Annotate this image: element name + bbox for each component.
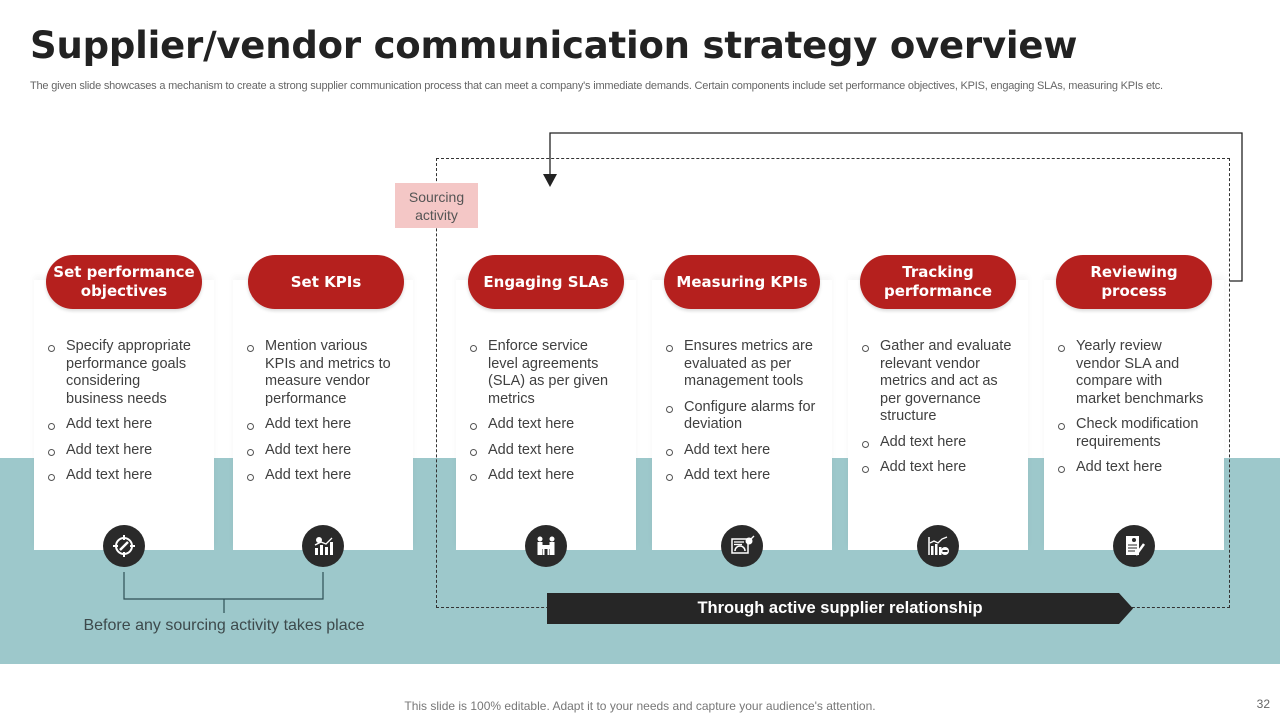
bullet-item: Add text here <box>862 434 1012 452</box>
bullet-item: Add text here <box>470 416 620 434</box>
bullet-item: Add text here <box>470 442 620 460</box>
bullet-item: Mention various KPIs and metrics to meas… <box>247 338 397 408</box>
page-number: 32 <box>1256 697 1270 711</box>
slide-subtitle: The given slide showcases a mechanism to… <box>30 80 1163 92</box>
meeting-icon <box>525 525 567 567</box>
step-card-tracking-performance <box>848 280 1028 550</box>
bullet-item: Ensures metrics are evaluated as per man… <box>666 338 816 391</box>
bullet-item: Add text here <box>48 416 198 434</box>
dashboard-gauge-icon <box>721 525 763 567</box>
bullet-item: Specify appropriate performance goals co… <box>48 338 198 408</box>
step-bullets-engaging-slas: Enforce service level agreements (SLA) a… <box>470 338 620 493</box>
bullet-item: Add text here <box>48 467 198 485</box>
bullet-item: Configure alarms for deviation <box>666 399 816 434</box>
bullet-item: Add text here <box>470 467 620 485</box>
growth-chart-icon <box>917 525 959 567</box>
step-heading-measuring-kpis: Measuring KPIs <box>664 255 820 309</box>
step-card-set-kpis <box>233 280 413 550</box>
step-card-measuring-kpis <box>652 280 832 550</box>
bullet-item: Add text here <box>48 442 198 460</box>
slide-title: Supplier/vendor communication strategy o… <box>30 24 1078 67</box>
step-bullets-tracking-performance: Gather and evaluate relevant vendor metr… <box>862 338 1012 485</box>
step-heading-reviewing-process: Reviewing process <box>1056 255 1212 309</box>
bullet-item: Add text here <box>666 442 816 460</box>
step-heading-engaging-slas: Engaging SLAs <box>468 255 624 309</box>
document-review-icon <box>1113 525 1155 567</box>
step-card-set-performance-objectives <box>34 280 214 550</box>
bullet-item: Add text here <box>1058 459 1208 477</box>
slide-footer: This slide is 100% editable. Adapt it to… <box>404 699 876 713</box>
step-card-reviewing-process <box>1044 280 1224 550</box>
pre-sourcing-label: Before any sourcing activity takes place <box>83 617 365 634</box>
step-bullets-set-performance-objectives: Specify appropriate performance goals co… <box>48 338 198 493</box>
sourcing-activity-label: Sourcing activity <box>395 183 478 228</box>
active-relationship-banner: Through active supplier relationship <box>697 599 983 617</box>
bullet-item: Add text here <box>862 459 1012 477</box>
bullet-item: Gather and evaluate relevant vendor metr… <box>862 338 1012 426</box>
step-bullets-set-kpis: Mention various KPIs and metrics to meas… <box>247 338 397 493</box>
step-card-engaging-slas <box>456 280 636 550</box>
step-heading-set-kpis: Set KPIs <box>248 255 404 309</box>
bullet-item: Add text here <box>247 442 397 460</box>
bullet-item: Check modification requirements <box>1058 416 1208 451</box>
target-icon <box>103 525 145 567</box>
step-bullets-reviewing-process: Yearly review vendor SLA and compare wit… <box>1058 338 1208 485</box>
bullet-item: Enforce service level agreements (SLA) a… <box>470 338 620 408</box>
bar-chart-icon <box>302 525 344 567</box>
bullet-item: Add text here <box>247 416 397 434</box>
step-bullets-measuring-kpis: Ensures metrics are evaluated as per man… <box>666 338 816 493</box>
bullet-item: Add text here <box>666 467 816 485</box>
bullet-item: Add text here <box>247 467 397 485</box>
step-heading-set-performance-objectives: Set performance objectives <box>46 255 202 309</box>
step-heading-tracking-performance: Tracking performance <box>860 255 1016 309</box>
bullet-item: Yearly review vendor SLA and compare wit… <box>1058 338 1208 408</box>
